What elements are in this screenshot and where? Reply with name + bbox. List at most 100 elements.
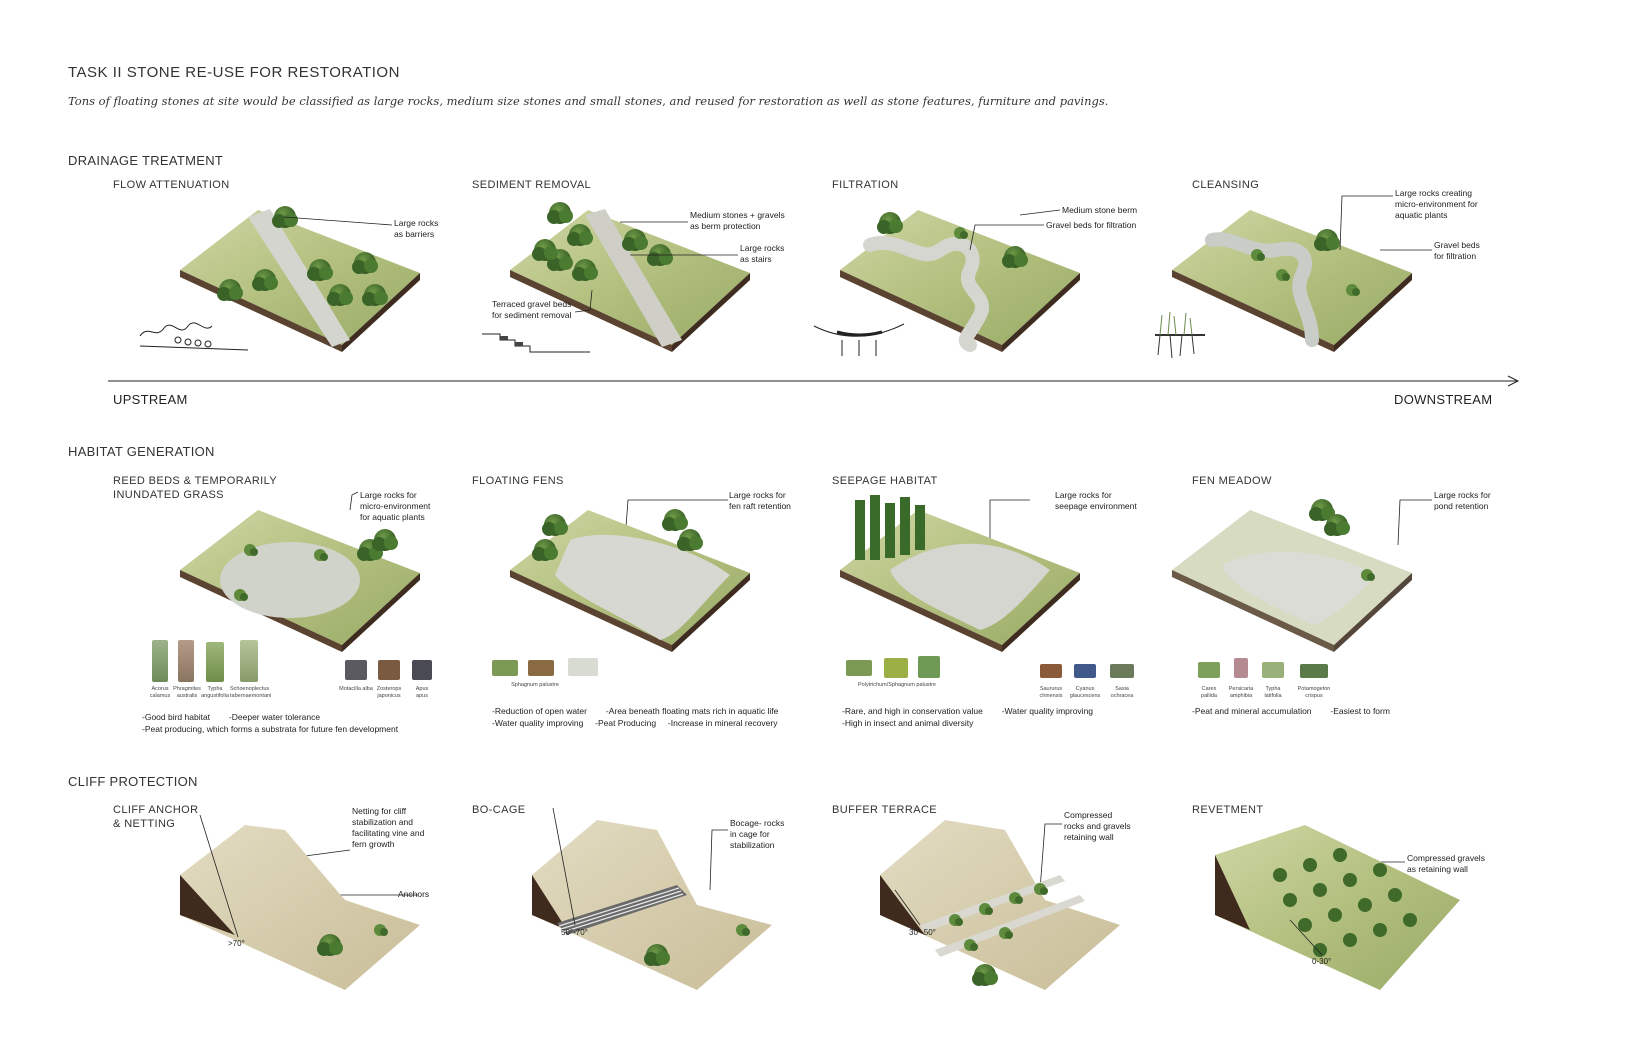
species-label: Potamogeton crispus (1297, 686, 1331, 699)
note-seepage-env: Large rocks for seepage environment (1055, 490, 1137, 511)
flow-attenuation-diagram (180, 206, 420, 352)
species-image (240, 640, 258, 682)
species-label: Acorus calamus (149, 686, 171, 699)
species-image (1262, 662, 1284, 678)
panel-title-cliff-anchor: CLIFF ANCHOR & NETTING (113, 804, 199, 830)
species-label: Motacilla alba (339, 686, 373, 692)
cliff-anchor-diagram (180, 825, 420, 990)
note-large-rocks-micro: Large rocks creating micro-environment f… (1395, 188, 1478, 220)
bo-cage-diagram (532, 820, 772, 990)
species-image (378, 660, 400, 680)
panel-title-revetment: REVETMENT (1192, 804, 1264, 816)
angle-label: 50°-70° (561, 928, 588, 937)
floating-fens-diagram (510, 509, 750, 652)
panel-title-seepage-habitat: SEEPAGE HABITAT (832, 475, 938, 487)
species-label: Zosterops japonicus (376, 686, 402, 699)
panel-title-floating-fens: FLOATING FENS (472, 475, 564, 487)
note-pond-retention: Large rocks for pond retention (1434, 490, 1491, 511)
species-label: Saururus chinensis (1039, 686, 1063, 699)
note-compressed-gravels: Compressed gravels as retaining wall (1407, 853, 1485, 874)
species-label: Cyanus glaucescens (1069, 686, 1101, 699)
panel-title-sediment-removal: SEDIMENT REMOVAL (472, 179, 592, 191)
panel-title-filtration: FILTRATION (832, 179, 899, 191)
species-image (528, 660, 554, 676)
species-label: Schoenoplectus tabernaemontani (230, 686, 272, 699)
species-image (178, 640, 194, 682)
species-label: Persicaria amphibia (1228, 686, 1254, 699)
filtration-diagram (840, 210, 1080, 352)
panel-title-buffer-terrace: BUFFER TERRACE (832, 804, 938, 816)
habitat-bullet: -Peat producing, which forms a substrata… (142, 724, 399, 734)
habitat-bullet: -Rare, and high in conservation value -W… (842, 706, 1094, 716)
species-label: Typha angustifolia (201, 686, 229, 699)
species-image (206, 642, 224, 682)
page-subtitle: Tons of floating stones at site would be… (68, 94, 1109, 108)
species-image (345, 660, 367, 680)
fen-meadow-diagram (1172, 499, 1412, 652)
habitat-bullet: -Peat and mineral accumulation -Easiest … (1192, 706, 1390, 716)
note-bocage: Bocage- rocks in cage for stabilization (730, 818, 785, 850)
species-label: Sasia ochracea (1110, 686, 1134, 699)
note-anchors: Anchors (398, 889, 430, 899)
page-title: TASK II STONE RE-USE FOR RESTORATION (68, 64, 400, 81)
species-label: Polytrichum/Sphagnum palustre (858, 682, 936, 688)
species-image (1198, 662, 1220, 678)
angle-label: 0-30° (1312, 957, 1332, 966)
species-image (1110, 664, 1134, 678)
panel-title-bo-cage: BO-CAGE (472, 804, 526, 816)
cleansing-diagram (1172, 210, 1412, 352)
species-label: Sphagnum palustre (511, 682, 559, 688)
cleansing-sketch (1155, 311, 1205, 359)
species-image (1040, 664, 1062, 678)
species-image (918, 656, 940, 678)
species-label: Carex pallida (1201, 686, 1217, 699)
flow-arrow (108, 375, 1520, 387)
buffer-terrace-diagram (880, 820, 1120, 990)
species-label: Phragmites australis (173, 686, 201, 699)
note-compressed-rocks: Compressed rocks and gravels retaining w… (1064, 810, 1131, 842)
panel-title-flow-attenuation: FLOW ATTENUATION (113, 179, 230, 191)
species-image (1300, 664, 1328, 678)
reed-beds-diagram (180, 510, 420, 652)
note-gravel-beds-cleansing: Gravel beds for filtration (1434, 240, 1480, 261)
species-image (568, 658, 598, 676)
note-terraced-gravel: Terraced gravel beds for sediment remova… (492, 299, 572, 320)
upstream-label: UPSTREAM (113, 392, 188, 407)
note-large-rocks-stairs: Large rocks as stairs (740, 243, 785, 264)
section-cliff-heading: CLIFF PROTECTION (68, 774, 198, 789)
filtration-sketch (813, 323, 905, 356)
panel-title-cleansing: CLEANSING (1192, 179, 1260, 191)
habitat-bullet: -Water quality improving -Peat Producing… (492, 718, 778, 728)
species-image (412, 660, 432, 680)
species-label: Typha latifolia (1264, 686, 1282, 699)
species-label: Apus apus (415, 686, 429, 699)
note-large-rocks-barriers: Large rocks as barriers (394, 218, 439, 239)
habitat-bullet: -Good bird habitat -Deeper water toleran… (142, 712, 321, 722)
section-habitat-heading: HABITAT GENERATION (68, 444, 215, 459)
species-image (884, 658, 908, 678)
panel-title-reed-beds: REED BEDS & TEMPORARILY INUNDATED GRASS (113, 475, 278, 501)
angle-label: >70° (228, 939, 245, 948)
note-gravel-beds-filtration: Gravel beds for filtration (1046, 220, 1137, 230)
habitat-bullet: -High in insect and animal diversity (842, 718, 974, 728)
habitat-bullet: -Reduction of open water -Area beneath f… (492, 706, 779, 716)
note-large-rocks-aquatic: Large rocks for micro-environment for aq… (360, 490, 431, 522)
species-image (846, 660, 872, 676)
species-image (1074, 664, 1096, 678)
angle-label: 30°-50° (909, 928, 936, 937)
revetment-diagram (1215, 825, 1460, 990)
sediment-removal-sketch (482, 333, 590, 353)
flow-attenuation-sketch (139, 322, 249, 351)
species-image (1234, 658, 1248, 678)
note-netting: Netting for cliff stabilization and faci… (352, 806, 425, 849)
note-fen-raft: Large rocks for fen raft retention (729, 490, 791, 511)
section-drainage-heading: DRAINAGE TREATMENT (68, 153, 224, 168)
panel-title-fen-meadow: FEN MEADOW (1192, 475, 1272, 487)
downstream-label: DOWNSTREAM (1394, 392, 1493, 407)
species-image (152, 640, 168, 682)
note-medium-stones-berm: Medium stones + gravels as berm protecti… (690, 210, 785, 231)
species-image (492, 660, 518, 676)
sediment-removal-diagram (510, 202, 750, 352)
